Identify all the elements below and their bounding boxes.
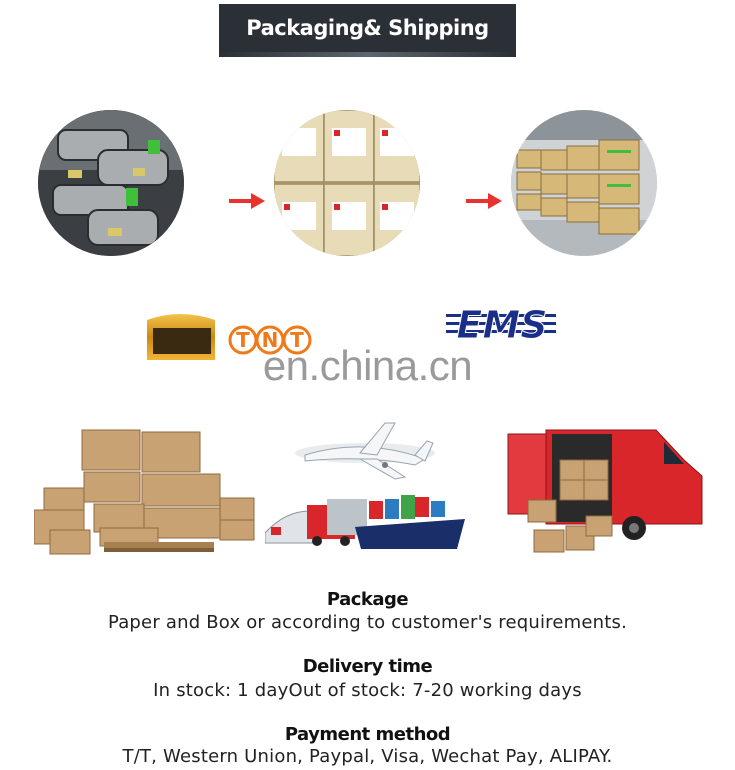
tnt-logo: T N T: [145, 310, 315, 371]
svg-text:N: N: [262, 328, 279, 352]
air-road-sea-freight-image: [264, 415, 465, 560]
banner-underline: [219, 52, 516, 57]
cardboard-boxes-image: [33, 428, 259, 563]
page-title-text: Packaging& Shipping: [246, 16, 489, 40]
boxed-parts-image: [274, 110, 420, 256]
arrow-right-icon: [229, 193, 265, 214]
transmission-gearbox-image: [38, 110, 184, 256]
watermark: en.china.cn: [262, 342, 473, 389]
warehouse-pallets-image: [511, 110, 657, 256]
package-title: Package: [326, 589, 409, 610]
delivery-text: In stock: 1 dayOut of stock: 7-20 workin…: [153, 680, 582, 701]
svg-text:T: T: [236, 328, 250, 352]
package-text: Paper and Box or according to customer's…: [107, 612, 628, 633]
payment-text: T/T, Western Union, Paypal, Visa, Wechat…: [122, 746, 613, 767]
delivery-title: Delivery time: [302, 656, 433, 677]
svg-text:T: T: [290, 328, 304, 352]
ems-logo: EMS: [442, 300, 572, 355]
payment-title: Payment method: [284, 724, 451, 745]
delivery-van-image: [506, 420, 706, 559]
page-title: Packaging& Shipping: [219, 4, 516, 52]
arrow-right-icon: [466, 193, 502, 214]
svg-text:EMS: EMS: [456, 303, 547, 347]
